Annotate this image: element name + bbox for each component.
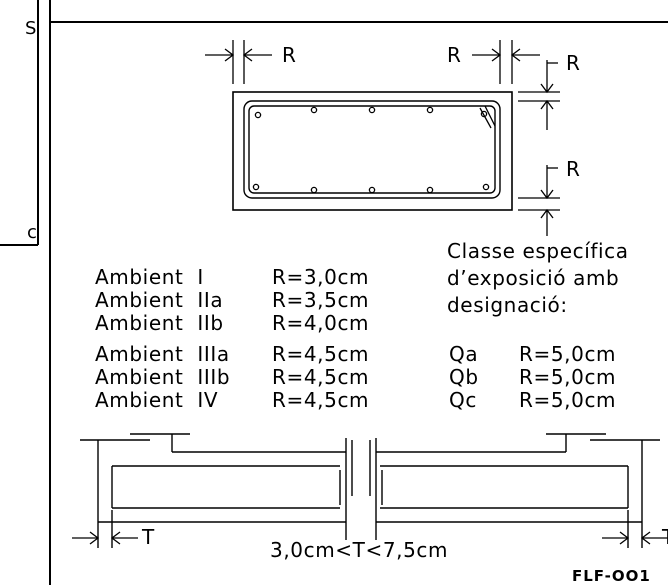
thickness-dim-left [72, 531, 138, 545]
cover-dim-top [518, 60, 560, 130]
thickness-dim-right [602, 531, 668, 545]
ambient-table: Ambient I R=3,0cm Ambient IIa R=3,5cm Am… [95, 265, 369, 412]
ambient-name-6: Ambient IV [95, 388, 218, 412]
cover-label-top: R [566, 51, 581, 75]
cover-dim-right [472, 40, 540, 84]
exposure-heading-line-1: Classe específica [447, 239, 629, 263]
ambient-name-4: Ambient IIIa [95, 342, 230, 366]
rebar-bars [252, 106, 490, 194]
t-label-left: T [141, 525, 155, 549]
slab-section [80, 433, 660, 548]
left-strip-top-char: S [25, 18, 36, 39]
class-table: Qa R=5,0cm Qb R=5,0cm Qc R=5,0cm [449, 342, 616, 412]
cover-dim-bottom [518, 165, 560, 236]
left-panel-strip [0, 0, 39, 246]
left-strip-bottom-char: c [27, 222, 37, 243]
class-name-3: Qc [449, 388, 477, 412]
drawing-code: FLF-OO1 [572, 567, 651, 585]
cover-label-bottom: R [566, 157, 581, 181]
ambient-value-1: R=3,0cm [272, 265, 369, 289]
exposure-heading-line-3: designació: [447, 293, 568, 317]
ambient-name-3: Ambient IIb [95, 311, 224, 335]
class-value-1: R=5,0cm [519, 342, 616, 366]
ambient-name-5: Ambient IIIb [95, 365, 230, 389]
thickness-range: 3,0cm<T<7,5cm [270, 538, 448, 562]
ambient-name-2: Ambient IIa [95, 288, 223, 312]
class-name-1: Qa [449, 342, 478, 366]
exposure-heading-line-2: d’exposició amb [447, 266, 619, 290]
cover-label-left: R [282, 43, 297, 67]
class-value-3: R=5,0cm [519, 388, 616, 412]
sheet-frame [49, 0, 668, 585]
ambient-value-6: R=4,5cm [272, 388, 369, 412]
class-name-2: Qb [449, 365, 479, 389]
cover-label-right: R [447, 43, 462, 67]
cover-dim-left [205, 40, 272, 84]
ambient-value-4: R=4,5cm [272, 342, 369, 366]
class-value-2: R=5,0cm [519, 365, 616, 389]
ambient-value-5: R=4,5cm [272, 365, 369, 389]
ambient-value-3: R=4,0cm [272, 311, 369, 335]
ambient-value-2: R=3,5cm [272, 288, 369, 312]
exposure-heading: Classe específica d’exposició amb design… [447, 239, 629, 317]
ambient-name-1: Ambient I [95, 265, 204, 289]
t-label-right: T [661, 525, 668, 549]
